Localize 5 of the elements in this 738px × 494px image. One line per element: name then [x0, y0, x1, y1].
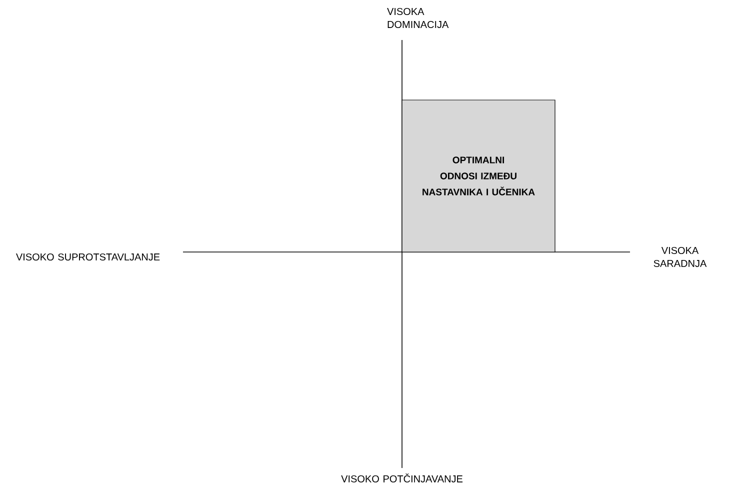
axis-label: VISOKO SUPROTSTAVLJANJE — [16, 253, 160, 261]
axis-label: VISOKA DOMINACIJA — [387, 8, 449, 28]
quadrant-box: OPTIMALNI ODNOSI IZMEĐU NASTAVNIKA I UČENIKA — [402, 100, 556, 252]
axis-label: VISOKO POTČINJAVANJE — [341, 474, 463, 482]
axis-label: VISOKA SARADNJA — [654, 246, 707, 268]
